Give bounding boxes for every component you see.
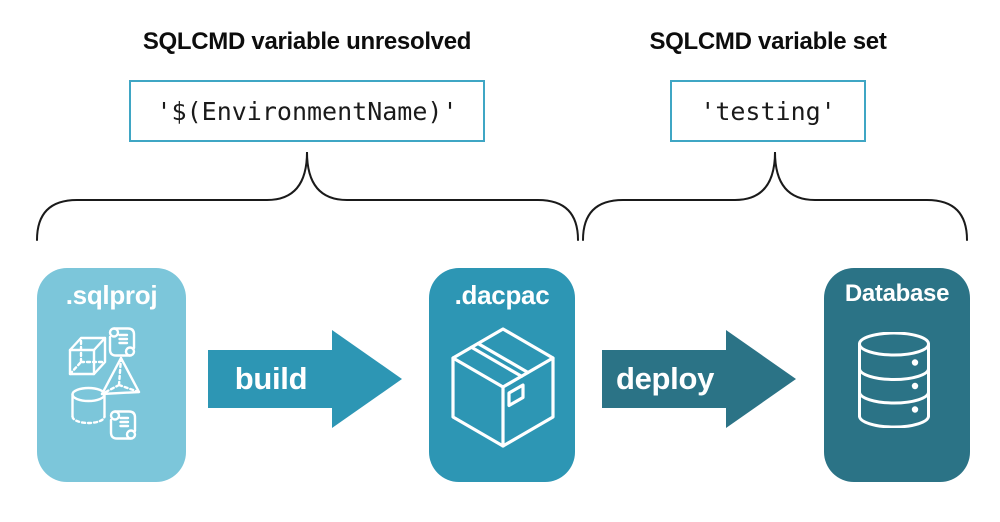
deploy-arrow-label: deploy bbox=[615, 361, 715, 396]
stage-database: Database bbox=[824, 268, 970, 482]
stage-dacpac-label: .dacpac bbox=[454, 280, 550, 310]
build-arrow-label: build bbox=[234, 361, 308, 396]
right-code-text: 'testing' bbox=[700, 96, 836, 126]
cylinder-icon bbox=[71, 386, 106, 425]
sql-objects-icon-strokes bbox=[68, 327, 141, 440]
cube-icon bbox=[68, 336, 107, 376]
left-code-box: '$(EnvironmentName)' bbox=[129, 80, 485, 142]
stage-database-label: Database bbox=[844, 280, 950, 307]
build-arrow-shape bbox=[208, 330, 402, 428]
package-icon-strokes bbox=[451, 327, 555, 448]
left-heading: SQLCMD variable unresolved bbox=[142, 28, 472, 55]
sql-objects-icon bbox=[68, 327, 141, 440]
left-brace-path bbox=[36, 151, 579, 241]
scroll-icon bbox=[108, 327, 136, 357]
pyramid-icon bbox=[100, 356, 141, 396]
package-icon bbox=[451, 327, 555, 448]
database-icon-strokes bbox=[858, 332, 930, 428]
deploy-arrow bbox=[602, 330, 796, 428]
build-arrow bbox=[208, 330, 402, 428]
stage-sqlproj-label: .sqlproj bbox=[65, 280, 158, 310]
database-icon bbox=[858, 332, 930, 428]
right-heading: SQLCMD variable set bbox=[649, 28, 887, 55]
right-brace-path bbox=[582, 151, 968, 241]
deploy-arrow-shape bbox=[602, 330, 796, 428]
left-code-text: '$(EnvironmentName)' bbox=[156, 96, 458, 126]
right-code-box: 'testing' bbox=[670, 80, 866, 142]
stage-sqlproj: .sqlproj bbox=[37, 268, 186, 482]
stage-dacpac: .dacpac bbox=[429, 268, 575, 482]
scroll-icon bbox=[109, 410, 137, 440]
